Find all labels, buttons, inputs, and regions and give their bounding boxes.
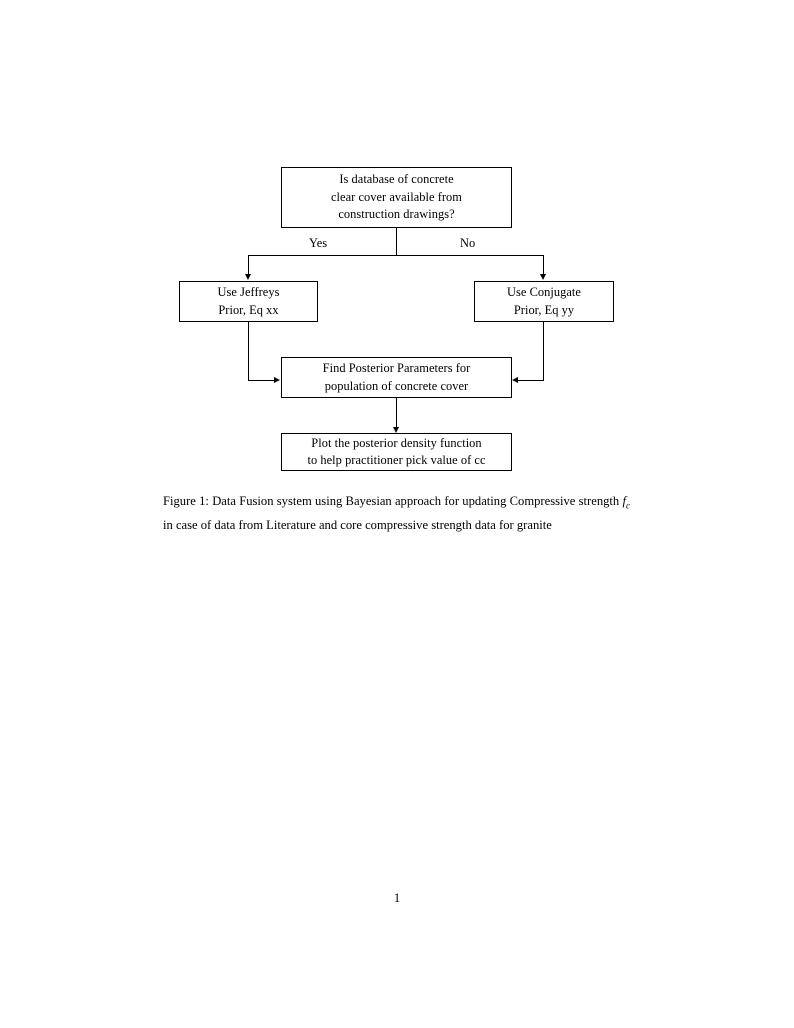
flowchart-node-plot-density: Plot the posterior density function to h… [281, 433, 512, 471]
flowchart-node-question: Is database of concrete clear cover avai… [281, 167, 512, 228]
caption-math-symbol: f [622, 494, 626, 508]
arrowhead-yes-icon [245, 274, 251, 280]
flowchart-node-find-posterior: Find Posterior Parameters for population… [281, 357, 512, 398]
connector-branch-bar [248, 255, 544, 256]
connector-posterior-to-plot [396, 398, 397, 428]
flowchart-figure: Yes No Is database of concrete clear cov… [0, 0, 794, 490]
arrowhead-no-icon [540, 274, 546, 280]
node-question-line-1: Is database of concrete [339, 172, 454, 187]
node-conjugate-line-2: Prior, Eq yy [513, 302, 575, 317]
arrowhead-jeffreys-icon [274, 377, 280, 383]
connector-jeffreys-to-posterior [248, 380, 275, 381]
page-number: 1 [393, 891, 401, 905]
caption-math-subscript: c [625, 500, 630, 511]
connector-no-drop [543, 255, 544, 275]
flowchart-node-jeffreys-prior: Use Jeffreys Prior, Eq xx [179, 281, 318, 322]
connector-question-to-branch [396, 228, 397, 256]
node-posterior-line-1: Find Posterior Parameters for [322, 361, 471, 375]
node-conjugate-line-1: Use Conjugate [507, 285, 581, 299]
caption-label: Figure 1: [163, 494, 209, 508]
arrowhead-plot-icon [393, 427, 399, 433]
connector-jeffreys-drop [248, 322, 249, 381]
node-question-line-2: clear cover available from [331, 189, 462, 204]
connector-yes-drop [248, 255, 249, 275]
connector-conjugate-drop [543, 322, 544, 381]
arrowhead-conjugate-icon [512, 377, 518, 383]
caption-math-variable: fc [622, 494, 630, 511]
caption-text-after-math: in case of data from Literature and core… [163, 518, 552, 533]
caption-text-before-math: Data Fusion system using Bayesian approa… [208, 494, 623, 508]
node-question-line-3: construction drawings? [338, 207, 455, 222]
node-posterior-line-2: population of concrete cover [324, 378, 469, 393]
node-jeffreys-line-2: Prior, Eq xx [218, 302, 279, 317]
figure-caption: Figure 1: Data Fusion system using Bayes… [163, 492, 630, 536]
connector-conjugate-to-posterior [517, 380, 544, 381]
node-jeffreys-line-1: Use Jeffreys [217, 285, 280, 299]
node-plot-line-2: to help practitioner pick value of cc [307, 453, 486, 467]
node-plot-line-1: Plot the posterior density function [311, 435, 482, 450]
flowchart-node-conjugate-prior: Use Conjugate Prior, Eq yy [474, 281, 614, 322]
branch-label-no: No [457, 236, 479, 250]
branch-label-yes: Yes [306, 236, 331, 250]
